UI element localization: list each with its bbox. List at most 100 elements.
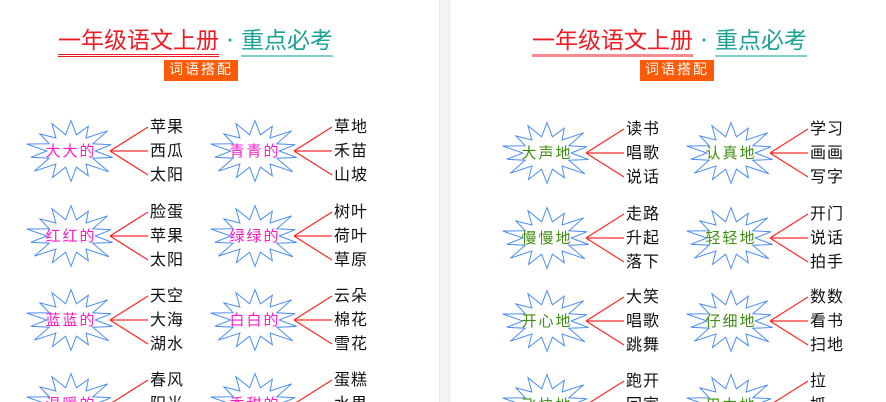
word-group: 仔细地 数数 看书 扫地 [684,283,864,359]
paired-word: 扫地 [810,335,845,354]
modifier-word: 青青的 [229,142,281,160]
paired-word: 拉 [810,371,828,390]
modifier-word: 认真地 [705,144,757,162]
word-group: 认真地 学习 画画 写字 [684,115,864,191]
page-gutter [439,0,450,402]
title-dot: · [226,28,234,54]
word-group: 青青的 草地 禾苗 山坡 [208,113,388,189]
paired-word: 苹果 [150,226,185,245]
starburst-icon: 绿绿的 [208,204,302,268]
paired-word: 草地 [334,117,369,136]
page-title: 一年级语文上册 · 重点必考 [58,27,333,57]
starburst-icon: 香甜的 [208,372,302,402]
paired-word: 荷叶 [334,226,369,245]
word-group: 温暖的 春风 阳光 [24,366,204,402]
connector-lines-icon [110,295,149,345]
title-subject: 重点必考 [714,28,807,57]
starburst-icon: 白白的 [208,288,302,352]
connector-lines-icon [294,211,333,261]
modifier-word: 蓝蓝的 [45,311,97,329]
paired-word: 读书 [626,119,661,138]
starburst-icon: 大大的 [24,119,118,183]
modifier-word: 红红的 [45,227,97,245]
word-group: 慢慢地 走路 升起 落下 [500,200,680,276]
connector-lines-icon [586,128,625,178]
connector-lines-icon [770,296,809,346]
paired-word: 跑开 [626,371,661,390]
paired-word: 蛋糕 [334,370,369,389]
paired-word: 开门 [810,204,845,223]
word-group: 蓝蓝的 天空 大海 湖水 [24,282,204,358]
title-dot: · [700,28,708,54]
paired-word: 大笑 [626,287,661,306]
paired-word: 太阳 [150,250,185,269]
paired-word: 脸蛋 [150,202,185,221]
title-grade: 一年级语文上册 [58,28,219,57]
paired-word: 禾苗 [334,141,369,160]
connector-lines-icon [110,126,149,176]
starburst-icon: 认真地 [684,121,778,185]
modifier-word: 用力地 [684,373,778,402]
word-group: 开心地 大笑 唱歌 跳舞 [500,283,680,359]
word-group: 用力地 拉 抓 [684,367,864,402]
document-page-right: 一年级语文上册 · 重点必考 词语搭配 大声地 读书 唱歌 说话 [450,0,886,402]
paired-word: 唱歌 [626,143,661,162]
paired-word: 大海 [150,310,185,329]
paired-word: 西瓜 [150,141,185,160]
paired-word: 唱歌 [626,311,661,330]
modifier-word: 温暖的 [24,372,118,402]
paired-word: 水果 [334,394,368,402]
connector-lines-icon [294,126,333,176]
paired-word: 天空 [150,286,185,305]
paired-word: 树叶 [334,202,369,221]
connector-lines-icon [773,380,809,402]
starburst-icon: 用力地 [684,373,778,402]
paired-word: 落下 [626,252,661,271]
paired-word: 拍手 [810,252,845,271]
connector-lines-icon [112,379,149,402]
document-page-left: 一年级语文上册 · 重点必考 词语搭配 大大的 苹果 西瓜 太阳 [0,0,439,402]
title-subject: 重点必考 [240,28,333,57]
section-badge: 词语搭配 [164,60,238,81]
modifier-word: 慢慢地 [521,229,573,247]
modifier-word: 白白的 [229,311,281,329]
paired-word: 数数 [810,287,845,306]
paired-word: 棉花 [334,310,369,329]
page-title: 一年级语文上册 · 重点必考 [532,27,807,57]
starburst-icon: 飞快地 [500,373,594,402]
word-group: 绿绿的 树叶 荷叶 草原 [208,198,388,274]
starburst-icon: 轻轻地 [684,206,778,270]
connector-lines-icon [770,213,809,263]
connector-lines-icon [770,128,809,178]
paired-word: 太阳 [150,165,185,184]
modifier-word: 飞快地 [500,373,594,402]
word-group: 香甜的 蛋糕 水果 [208,366,388,402]
paired-word: 春风 [150,370,185,389]
connector-lines-icon [586,296,625,346]
paired-word: 回家 [626,395,660,402]
modifier-word: 开心地 [521,312,573,330]
word-group: 轻轻地 开门 说话 拍手 [684,200,864,276]
paired-word: 雪花 [334,334,369,353]
starburst-icon: 慢慢地 [500,206,594,270]
starburst-icon: 大声地 [500,121,594,185]
modifier-word: 仔细地 [705,312,757,330]
paired-word: 写字 [810,167,845,186]
paired-word: 云朵 [334,286,369,305]
paired-word: 看书 [810,311,845,330]
connector-lines-icon [296,379,333,402]
paired-word: 说话 [626,167,661,186]
starburst-icon: 开心地 [500,289,594,353]
connector-lines-icon [294,295,333,345]
starburst-icon: 温暖的 [24,372,118,402]
paired-word: 草原 [334,250,369,269]
word-group: 红红的 脸蛋 苹果 太阳 [24,198,204,274]
modifier-word: 大大的 [45,142,97,160]
connector-lines-icon [110,211,149,261]
connector-lines-icon [586,213,625,263]
word-group: 飞快地 跑开 回家 [500,367,680,402]
starburst-icon: 红红的 [24,204,118,268]
paired-word: 学习 [810,119,845,138]
paired-word: 跳舞 [626,335,661,354]
starburst-icon: 仔细地 [684,289,778,353]
